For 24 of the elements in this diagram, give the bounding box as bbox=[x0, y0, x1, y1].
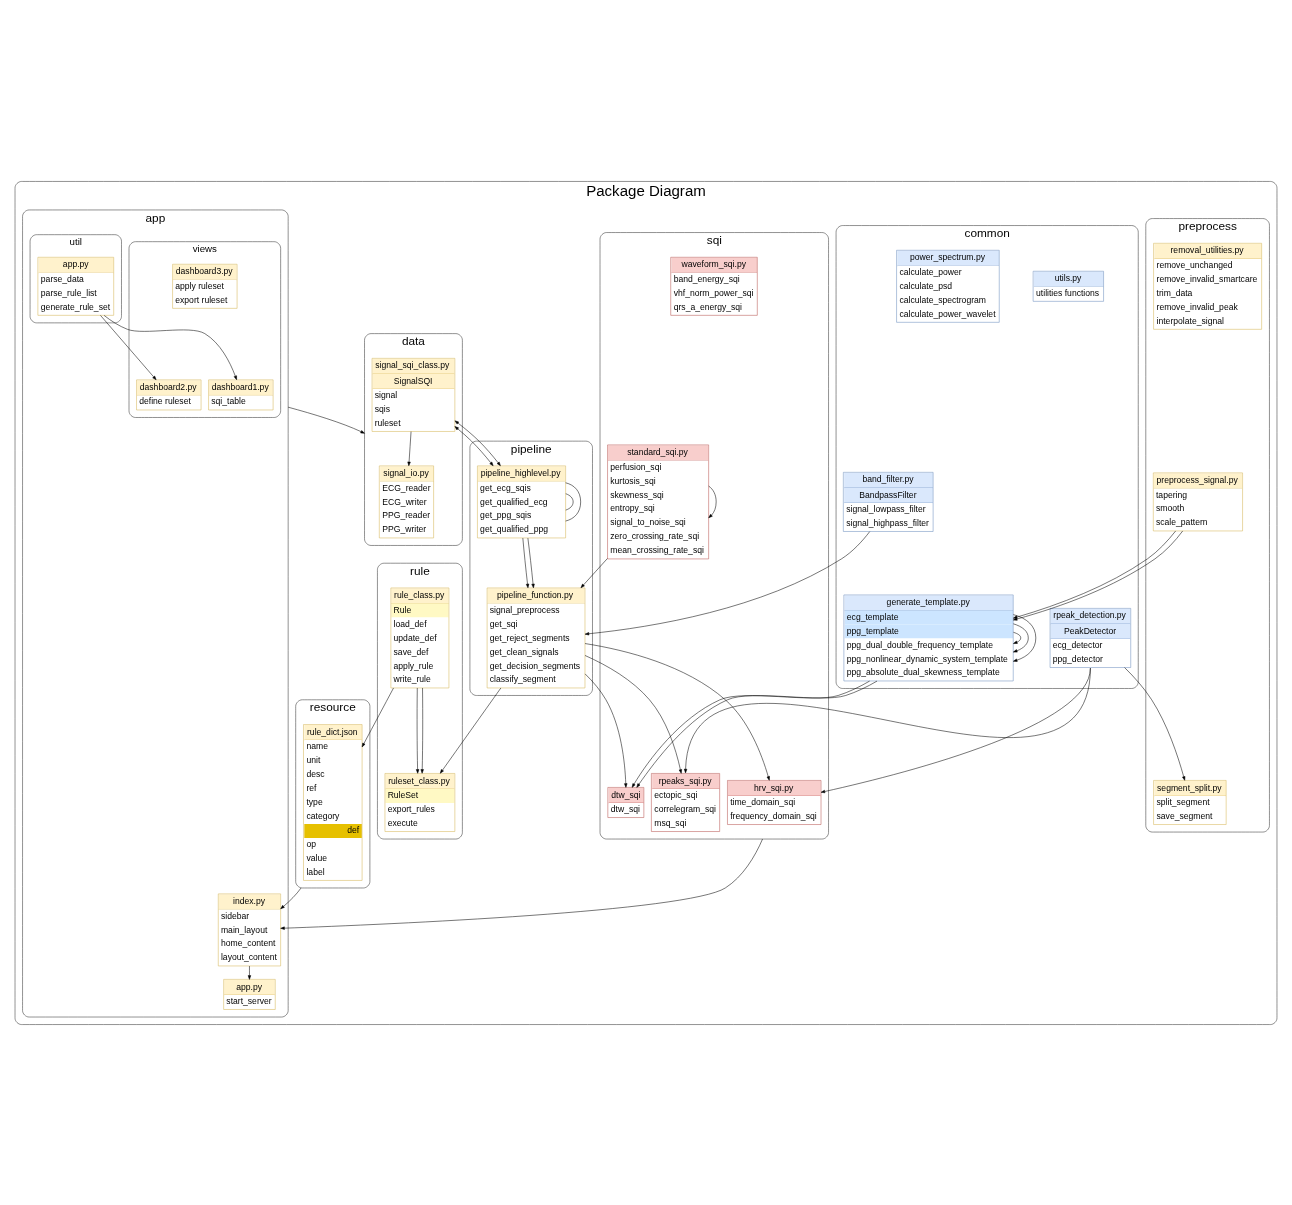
arrow bbox=[454, 425, 494, 466]
arrow bbox=[584, 642, 770, 781]
arrow bbox=[708, 485, 717, 518]
arrow bbox=[454, 420, 501, 466]
arrow bbox=[1013, 631, 1022, 644]
arrow bbox=[280, 887, 302, 909]
arrow bbox=[1124, 666, 1186, 781]
arrow bbox=[103, 314, 237, 380]
arrow bbox=[527, 537, 535, 588]
arrow bbox=[1013, 623, 1029, 652]
arrow bbox=[1013, 613, 1037, 662]
arrow bbox=[584, 673, 628, 788]
arrow bbox=[247, 965, 252, 980]
arrow bbox=[420, 687, 424, 774]
arrow bbox=[280, 838, 763, 930]
arrow bbox=[580, 557, 608, 588]
arrow bbox=[287, 406, 365, 434]
arrow bbox=[440, 687, 502, 774]
arrow bbox=[407, 430, 412, 466]
arrow bbox=[361, 687, 394, 747]
arrow bbox=[416, 687, 420, 774]
arrow bbox=[100, 314, 157, 380]
arrow bbox=[584, 654, 682, 774]
arrow bbox=[522, 537, 530, 588]
